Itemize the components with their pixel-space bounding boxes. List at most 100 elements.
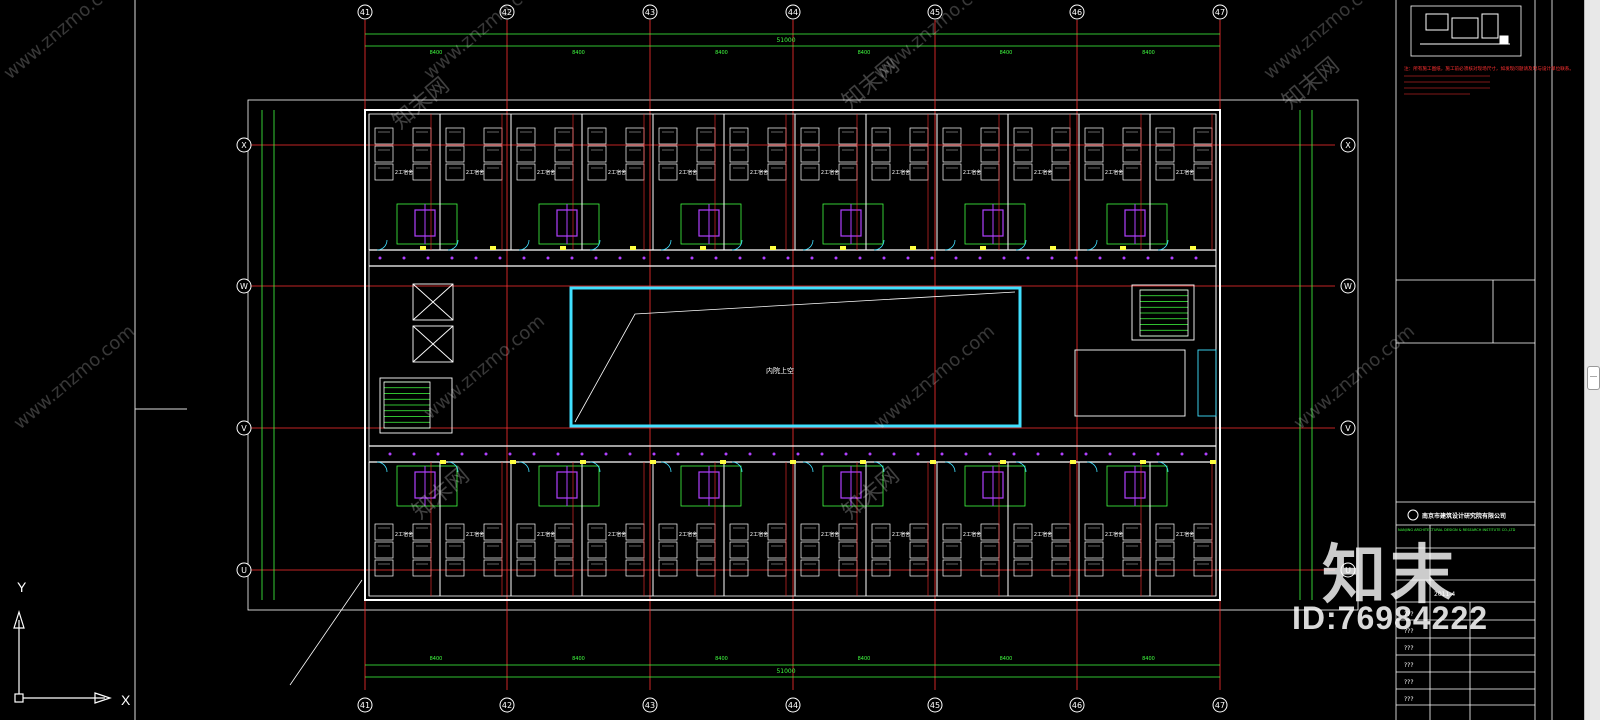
room-label: 2工宿舍 (821, 169, 839, 176)
dormitory-rooms: 2工宿舍2工宿舍2工宿舍2工宿舍2工宿舍2工宿舍2工宿舍2工宿舍2工宿舍2工宿舍… (368, 114, 1217, 596)
pipe-marker (1000, 460, 1006, 464)
fixture-dot (1074, 256, 1078, 260)
grid-bubble-44: 44 (785, 697, 801, 713)
title-red-lines (1404, 75, 1490, 95)
fixture-dot (700, 452, 704, 456)
pipe-marker (770, 246, 776, 250)
grid-bubble-X: X (236, 137, 252, 153)
bay-dim-label: 8400 (430, 656, 443, 662)
fixture-dot (882, 256, 886, 260)
pipe-marker (1120, 246, 1126, 250)
grid-bubble-label: 42 (502, 8, 512, 17)
room: 2工宿舍 (652, 114, 742, 251)
fixture-dot (690, 256, 694, 260)
room: 2工宿舍 (652, 461, 742, 596)
grid-bubble-V: V (236, 420, 252, 436)
room: 2工宿舍 (510, 114, 600, 251)
grid-bubble-47: 47 (1212, 697, 1228, 713)
right-core (1074, 284, 1217, 417)
pipe-marker (440, 460, 446, 464)
room: 2工宿舍 (1007, 461, 1071, 596)
room: 2工宿舍 (723, 461, 787, 596)
fixture-dot (1050, 256, 1054, 260)
room: 2工宿舍 (439, 114, 503, 251)
fixture-dot (556, 452, 560, 456)
fixture-dot (786, 256, 790, 260)
pipe-marker (720, 460, 726, 464)
bay-dim-label: 8400 (572, 50, 585, 56)
title-block (1395, 0, 1553, 720)
courtyard-label: 内院上空 (766, 366, 794, 375)
room: 2工宿舍 (865, 114, 929, 251)
room-label: 2工宿舍 (679, 169, 697, 176)
fixture-dot (930, 256, 934, 260)
grid-bubble-label: 43 (645, 8, 655, 17)
grid-bubble-label: 45 (930, 8, 940, 17)
room: 2工宿舍 (1078, 114, 1168, 251)
room: 2工宿舍 (723, 114, 787, 251)
pipe-marker (930, 460, 936, 464)
left-core (379, 283, 454, 434)
courtyard-slope-line (574, 291, 1016, 423)
room: 2工宿舍 (794, 114, 884, 251)
room-label: 2工宿舍 (1034, 169, 1052, 176)
grid-bubble-label: U (1345, 566, 1351, 575)
fixture-dot (940, 452, 944, 456)
fixture-dot (1098, 256, 1102, 260)
company-name-en: NANJING ARCHITECTURAL DESIGN & RESEARCH … (1398, 528, 1516, 532)
pipe-marker (1070, 460, 1076, 464)
grid-bubble-42: 42 (499, 4, 515, 20)
title-block-cell: ??? (1404, 611, 1414, 618)
grid-bubble-label: 42 (502, 701, 512, 710)
scrollbar-thumb[interactable] (1587, 366, 1600, 390)
grid-bubble-label: V (1345, 424, 1351, 433)
fixture-dot (642, 256, 646, 260)
pipe-marker (980, 246, 986, 250)
fixture-dot (628, 452, 632, 456)
ucs-y-label: Y (17, 579, 27, 595)
fixture-dot (378, 256, 382, 260)
pipe-marker (510, 460, 516, 464)
room: 2工宿舍 (865, 461, 929, 596)
room: 2工宿舍 (510, 461, 600, 596)
bay-dim-label: 8400 (572, 656, 585, 662)
vertical-scrollbar[interactable] (1584, 0, 1600, 720)
room-label: 2工宿舍 (466, 531, 484, 538)
grid-bubble-X: X (1340, 137, 1356, 153)
grid-bubble-V: V (1340, 420, 1356, 436)
grid-bubble-label: V (241, 424, 247, 433)
fixture-dot (954, 256, 958, 260)
pipe-marker (700, 246, 706, 250)
overall-dim-bottom: 51000 (776, 668, 795, 675)
bay-dim-label: 8400 (858, 656, 871, 662)
fixture-dot (964, 452, 968, 456)
fixture-dot (618, 256, 622, 260)
room-label: 2工宿舍 (1176, 169, 1194, 176)
pipe-marker (790, 460, 796, 464)
fixture-dot (892, 452, 896, 456)
room-label: 2工宿舍 (1105, 169, 1123, 176)
ucs-icon (13, 609, 112, 704)
fixture-dot (1002, 256, 1006, 260)
title-block-cell: ??? (1404, 628, 1414, 635)
fixture-dot (412, 452, 416, 456)
grid-bubble-W: W (236, 278, 252, 294)
sheet-code: 2011-4 (1434, 591, 1455, 598)
fixture-dot (474, 256, 478, 260)
fixture-dot (1036, 452, 1040, 456)
fixture-dot (532, 452, 536, 456)
fixture-dot (1060, 452, 1064, 456)
room-label: 2工宿舍 (892, 531, 910, 538)
fixture-dot (498, 256, 502, 260)
fixture-dot (1132, 452, 1136, 456)
fixture-dot (724, 452, 728, 456)
plan-frame (247, 99, 1359, 611)
title-block-rows: ?????????????????? (1404, 611, 1414, 703)
pipe-marker (630, 246, 636, 250)
fixture-dot (666, 256, 670, 260)
fixture-dot (580, 452, 584, 456)
grid-bubble-43: 43 (642, 4, 658, 20)
grid-bubble-41: 41 (357, 4, 373, 20)
